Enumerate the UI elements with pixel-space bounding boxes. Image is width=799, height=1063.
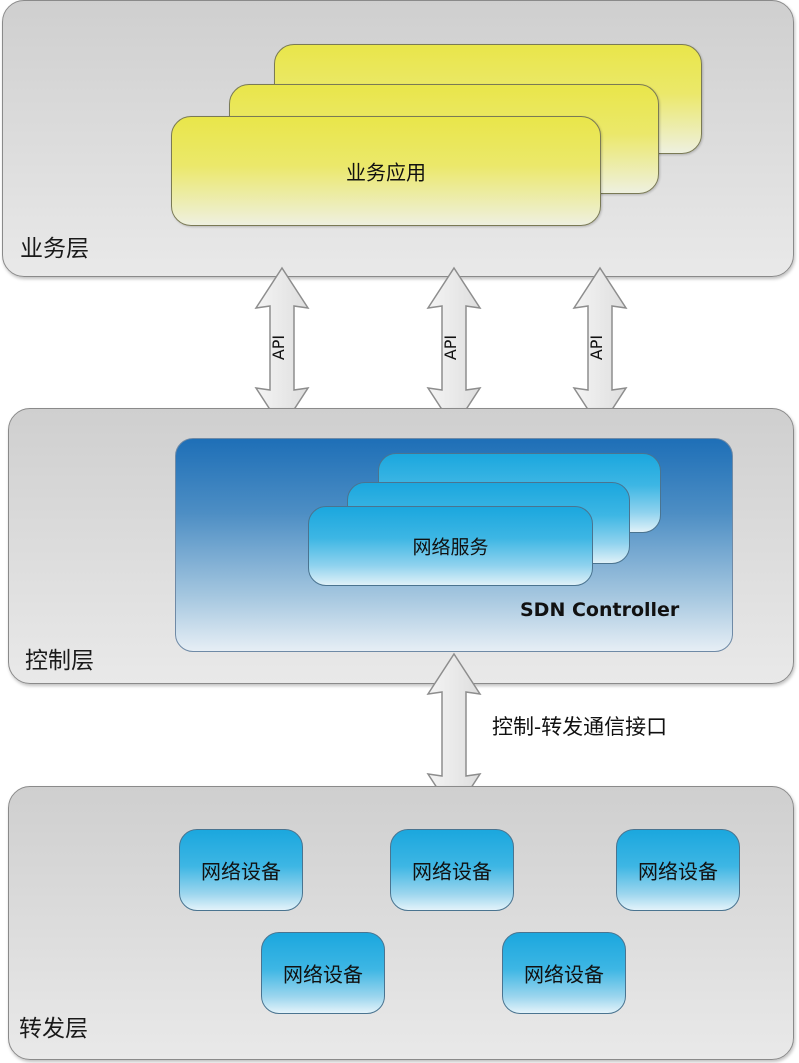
api-label-3: API — [587, 334, 607, 361]
network-device-1: 网络设备 — [179, 829, 303, 911]
forwarding-layer: 转发层 — [8, 786, 794, 1060]
business-app-card-front: 业务应用 — [171, 116, 601, 226]
network-device-label: 网络设备 — [638, 859, 718, 884]
network-device-3: 网络设备 — [616, 829, 740, 911]
business-layer-label: 业务层 — [20, 236, 89, 262]
business-app-label: 业务应用 — [346, 160, 426, 185]
api-label-2: API — [441, 334, 461, 361]
network-service-card-front: 网络服务 — [308, 506, 593, 586]
control-layer-label: 控制层 — [25, 648, 94, 674]
network-device-label: 网络设备 — [201, 859, 281, 884]
network-device-4: 网络设备 — [261, 932, 385, 1014]
forwarding-layer-label: 转发层 — [19, 1016, 88, 1042]
network-device-5: 网络设备 — [502, 932, 626, 1014]
network-device-label: 网络设备 — [283, 962, 363, 987]
sdn-controller-label: SDN Controller — [520, 599, 680, 621]
api-label-1: API — [269, 334, 289, 361]
network-device-label: 网络设备 — [524, 962, 604, 987]
southbound-interface-label: 控制-转发通信接口 — [492, 715, 668, 739]
network-device-2: 网络设备 — [390, 829, 514, 911]
network-service-label: 网络服务 — [412, 536, 489, 559]
network-device-label: 网络设备 — [412, 859, 492, 884]
